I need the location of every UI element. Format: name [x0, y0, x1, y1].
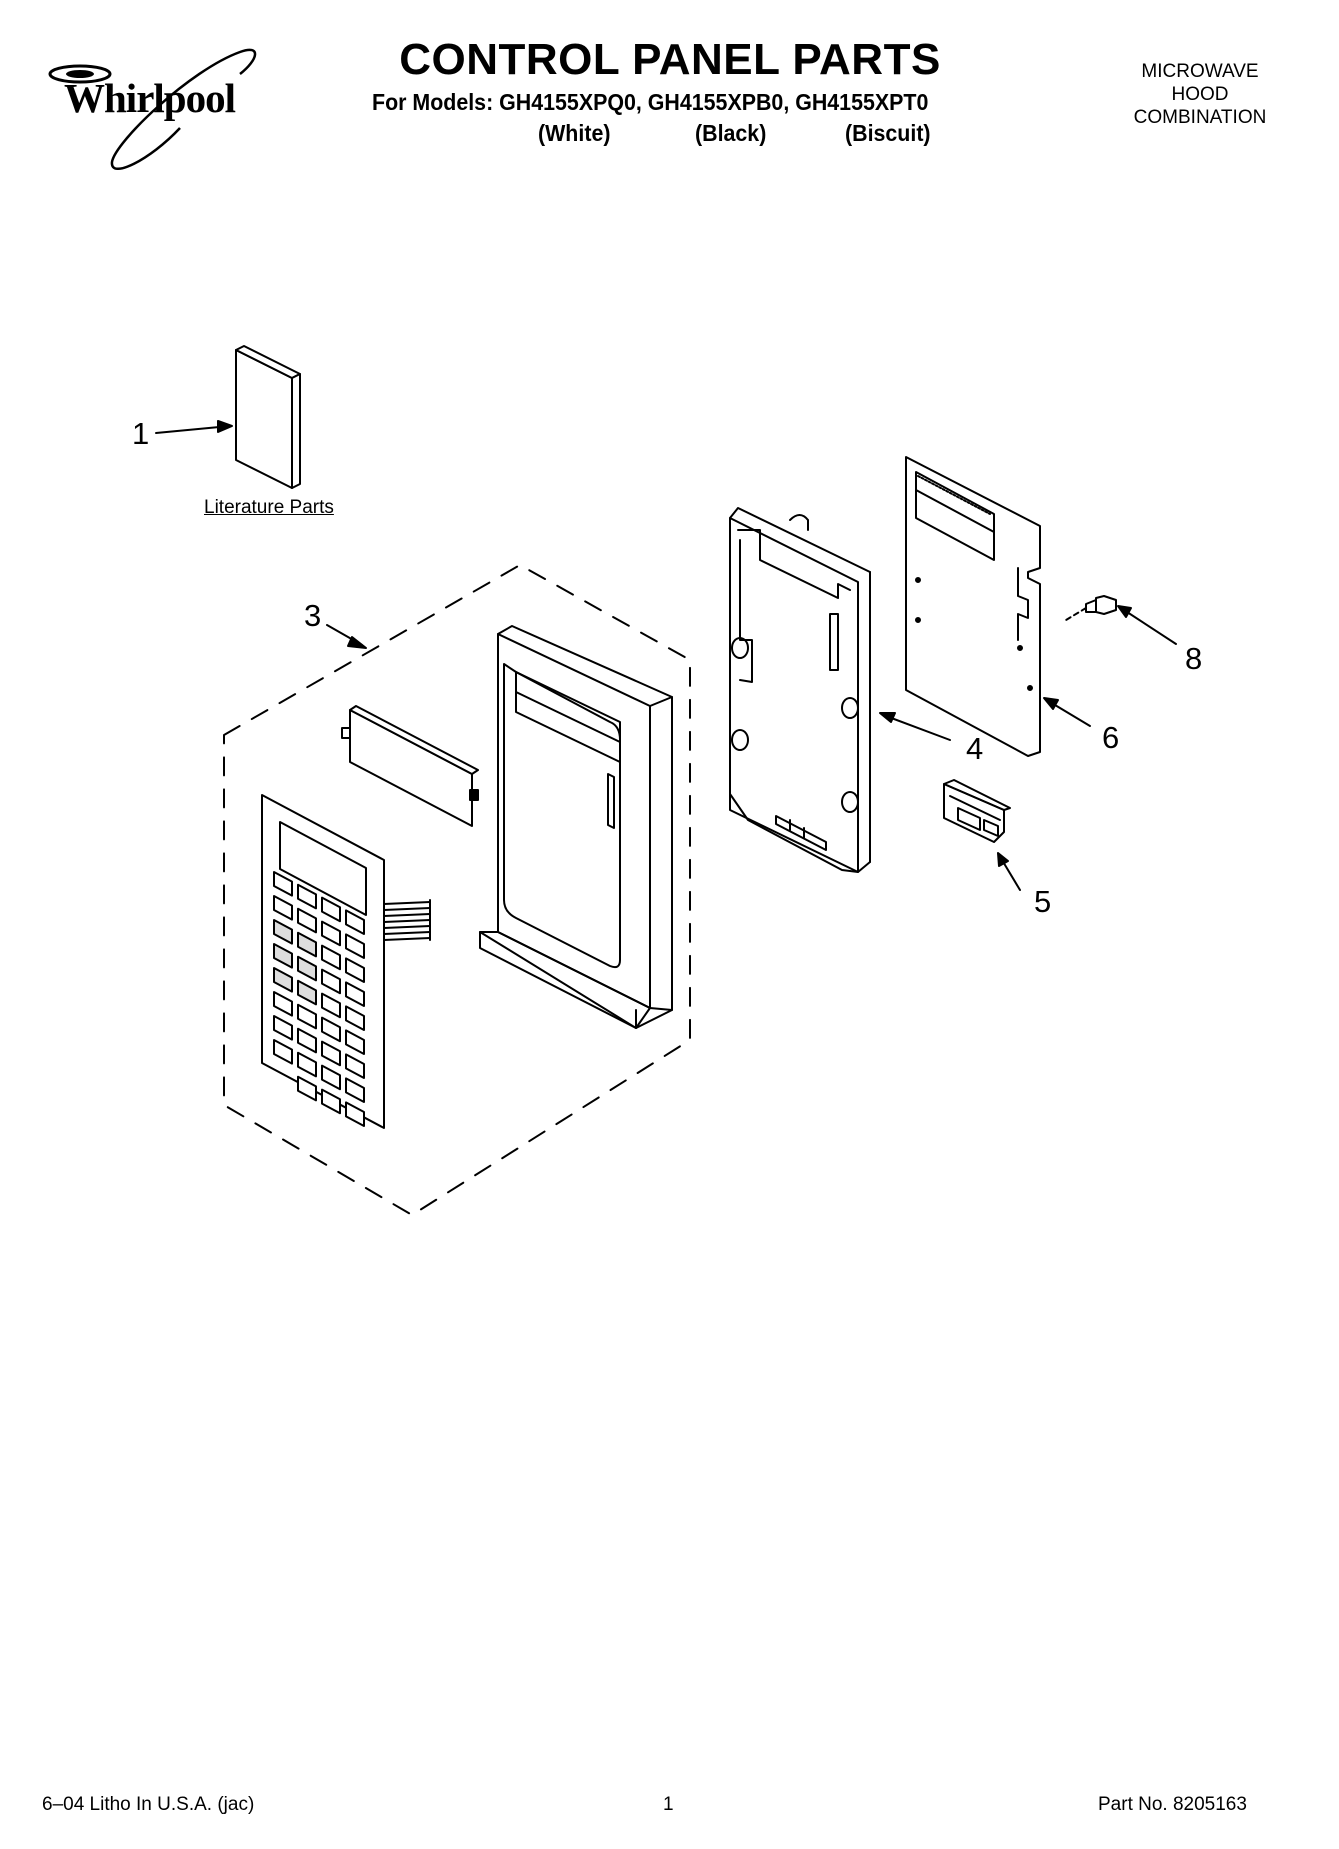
callout-4: 4	[966, 731, 984, 766]
screw	[1065, 595, 1117, 621]
keypad-keys	[273, 871, 365, 1127]
keypad-key	[321, 1040, 341, 1067]
callout-8: 8	[1185, 641, 1203, 676]
control-panel-frame	[479, 625, 673, 1029]
keypad-key	[273, 967, 293, 993]
product-type-line: COMBINATION	[1133, 107, 1267, 128]
leader-arrow-1	[155, 420, 233, 434]
color-label-black: (Black)	[695, 120, 767, 146]
leader-arrow-4	[879, 712, 951, 741]
footer-litho: 6–04 Litho In U.S.A. (jac)	[42, 1794, 255, 1815]
callout-3: 3	[304, 598, 322, 633]
display-window	[341, 705, 479, 827]
keypad-key	[273, 943, 293, 969]
leader-arrow-5	[997, 852, 1021, 891]
keypad-key	[345, 1053, 365, 1079]
keypad-key	[345, 1005, 365, 1031]
keypad-key	[321, 968, 341, 995]
keypad-key	[321, 896, 341, 923]
keypad-key	[345, 933, 365, 959]
leader-arrow-6	[1043, 697, 1091, 727]
keypad-key	[297, 931, 317, 958]
brand-logo: Whirlpool	[40, 30, 280, 180]
color-label-biscuit: (Biscuit)	[845, 120, 931, 146]
callout-1: 1	[132, 416, 150, 451]
keypad-key	[297, 979, 317, 1006]
color-label-white: (White)	[538, 120, 611, 146]
keypad-key	[345, 1077, 365, 1103]
keypad-key	[345, 909, 365, 935]
keypad-key	[273, 1015, 293, 1041]
keypad-key	[297, 1051, 317, 1078]
keypad-key	[345, 957, 365, 983]
keypad-key	[273, 895, 293, 921]
product-type: MICROWAVE HOOD COMBINATION	[1095, 60, 1305, 129]
keypad-key	[297, 883, 317, 910]
leader-arrow-8	[1117, 605, 1177, 645]
footer-part-number: Part No. 8205163	[1098, 1794, 1247, 1815]
keypad-key	[297, 1075, 317, 1102]
board-housing	[729, 507, 871, 873]
callout-6: 6	[1102, 720, 1120, 755]
keypad-key	[273, 871, 293, 897]
keypad-key	[297, 1027, 317, 1054]
footer-page-number: 1	[663, 1794, 674, 1815]
keypad-key	[321, 1064, 341, 1091]
brand-name: Whirlpool	[64, 75, 236, 121]
keypad-key	[297, 955, 317, 982]
mounting-clip	[943, 779, 1011, 843]
keypad-key	[321, 1088, 341, 1115]
keypad-key	[273, 919, 293, 945]
page-title: CONTROL PANEL PARTS	[399, 35, 941, 84]
literature-parts-label: Literature Parts	[204, 497, 334, 518]
circuit-board	[905, 456, 1041, 757]
logo-swirl-icon	[48, 48, 257, 171]
keypad-key	[297, 1003, 317, 1030]
keypad-key	[273, 1039, 293, 1065]
product-type-line: MICROWAVE	[1141, 61, 1259, 82]
keypad-key	[345, 981, 365, 1007]
literature-booklet	[235, 345, 301, 489]
keypad-key	[321, 1016, 341, 1043]
keypad-key	[297, 907, 317, 934]
keypad-key	[321, 944, 341, 971]
keypad-key	[321, 992, 341, 1019]
keypad-key	[345, 1101, 365, 1127]
callout-5: 5	[1034, 884, 1052, 919]
keypad-key	[273, 991, 293, 1017]
keypad-key	[345, 1029, 365, 1055]
keypad-key	[321, 920, 341, 947]
leader-arrow-3	[326, 624, 367, 649]
product-type-line: HOOD	[1171, 84, 1229, 105]
models-line: For Models: GH4155XPQ0, GH4155XPB0, GH41…	[372, 89, 929, 115]
